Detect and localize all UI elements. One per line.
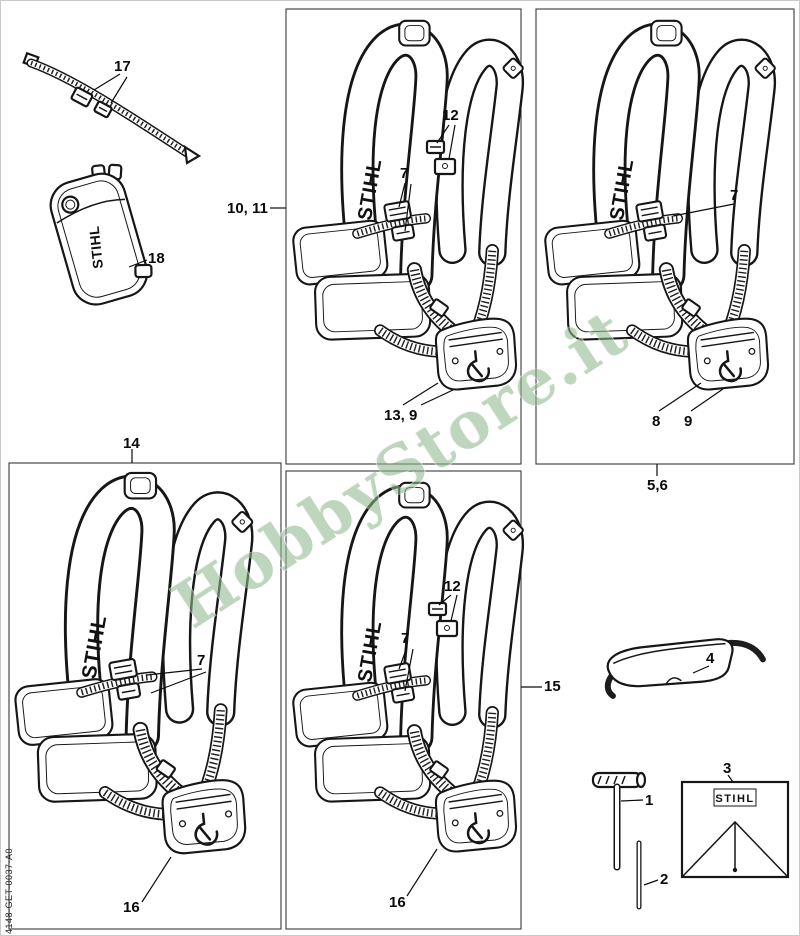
callout-10-11: 10, 11 [227,200,268,217]
leader-lines [93,73,735,903]
harness-bottom-left [14,473,253,853]
callout-14: 14 [123,435,140,452]
callout-7-top: 7 [400,165,409,182]
frame-top-middle [285,8,522,465]
callout-12-bottom: 12 [444,578,461,595]
callout-18: 18 [148,250,165,267]
callout-7-bottom-left: 7 [197,652,206,669]
frame-bottom-left [8,462,282,930]
tool-illustration [591,771,647,871]
bag-brand-label: STIHL [715,793,754,805]
callout-7-right: 7 [730,187,739,204]
callout-2: 2 [660,871,669,888]
callout-16-bottom-left: 16 [123,899,140,916]
callout-1: 1 [645,792,654,809]
document-code: 4148-GET-0037-A0 [4,847,14,934]
bag-illustration: STIHL [680,780,790,879]
callout-13-9: 13, 9 [384,407,418,424]
callout-9: 9 [684,413,693,430]
callout-15: 15 [544,678,561,695]
glasses-illustration [604,638,766,699]
strap-illustration [22,51,202,165]
callout-17: 17 [114,58,131,75]
callout-3: 3 [723,760,732,777]
callout-5-6: 5,6 [647,477,668,494]
harness-bottom-middle [292,483,524,852]
frame-bottom-middle [285,470,522,930]
callout-4: 4 [706,650,715,667]
callout-16-bottom: 16 [389,894,406,911]
frame-top-right [535,8,795,465]
pouch-illustration: STIHL [49,163,153,306]
callout-7-bottom: 7 [401,630,410,647]
callout-8: 8 [652,413,661,430]
harness-top-right [544,21,776,390]
callout-12-top: 12 [442,107,459,124]
pouch-brand-label: STIHL [86,225,106,269]
